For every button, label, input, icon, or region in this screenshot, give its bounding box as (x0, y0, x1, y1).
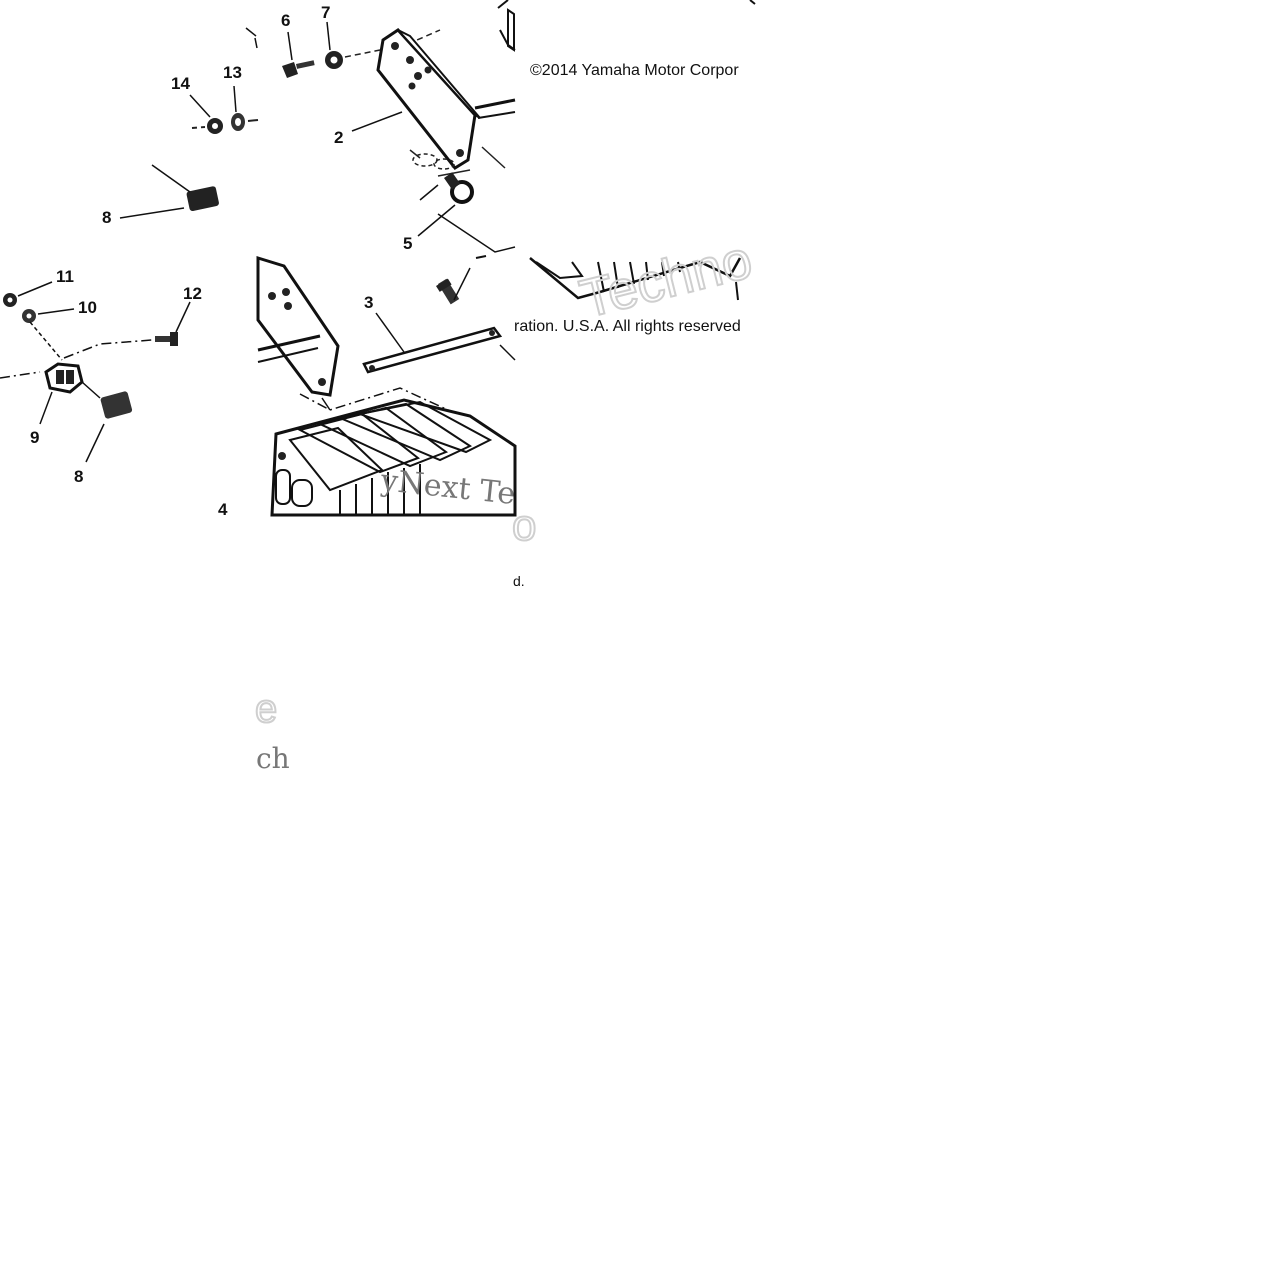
grip-pad-8-bottom (100, 391, 133, 419)
watermark-fragment-e: e (255, 687, 277, 731)
bolt-4 (435, 278, 460, 305)
grip-pad-8-top (186, 186, 219, 212)
watermark-fragment-o: o (512, 501, 536, 550)
watermark-techno: Techno (574, 229, 757, 329)
tile-bottom-left: 11 10 12 9 8 4 (0, 267, 228, 519)
clamp-9 (44, 362, 84, 394)
callout-3: 3 (364, 293, 373, 312)
tile-top-left: 6 7 14 13 2 8 5 (102, 0, 516, 253)
bolt-12 (155, 332, 178, 346)
callout-4: 4 (218, 500, 228, 519)
callout-6: 6 (281, 11, 290, 30)
callout-11: 11 (56, 267, 74, 286)
callout-5: 5 (403, 234, 412, 253)
callout-10: 10 (78, 298, 97, 317)
callout-8-bottom: 8 (74, 467, 83, 486)
motor-housing (270, 398, 517, 517)
callout-7: 7 (321, 3, 330, 22)
tile-right: ©2014 Yamaha Motor Corpor ration. U.S.A.… (507, 0, 756, 335)
callout-14: 14 (171, 74, 190, 93)
callout-12: 12 (183, 284, 202, 303)
frame-bracket (256, 255, 340, 397)
watermark-fragment-d: d. (513, 573, 525, 589)
callout-13: 13 (223, 63, 242, 82)
bolt-6 (282, 60, 315, 78)
watermark-fragment-ch: ch (256, 742, 290, 775)
copyright-right: ration. U.S.A. All rights reserved (514, 318, 741, 335)
callout-8-top: 8 (102, 208, 111, 227)
washer-5 (444, 172, 474, 204)
shaft-3 (362, 326, 503, 374)
housing-fragment (529, 257, 742, 301)
tile-bottom-center: 3 (256, 255, 517, 517)
bracket-plate-2 (376, 0, 516, 170)
callout-9: 9 (30, 428, 39, 447)
copyright-top: ©2014 Yamaha Motor Corpor (530, 62, 739, 79)
callout-2: 2 (334, 128, 343, 147)
